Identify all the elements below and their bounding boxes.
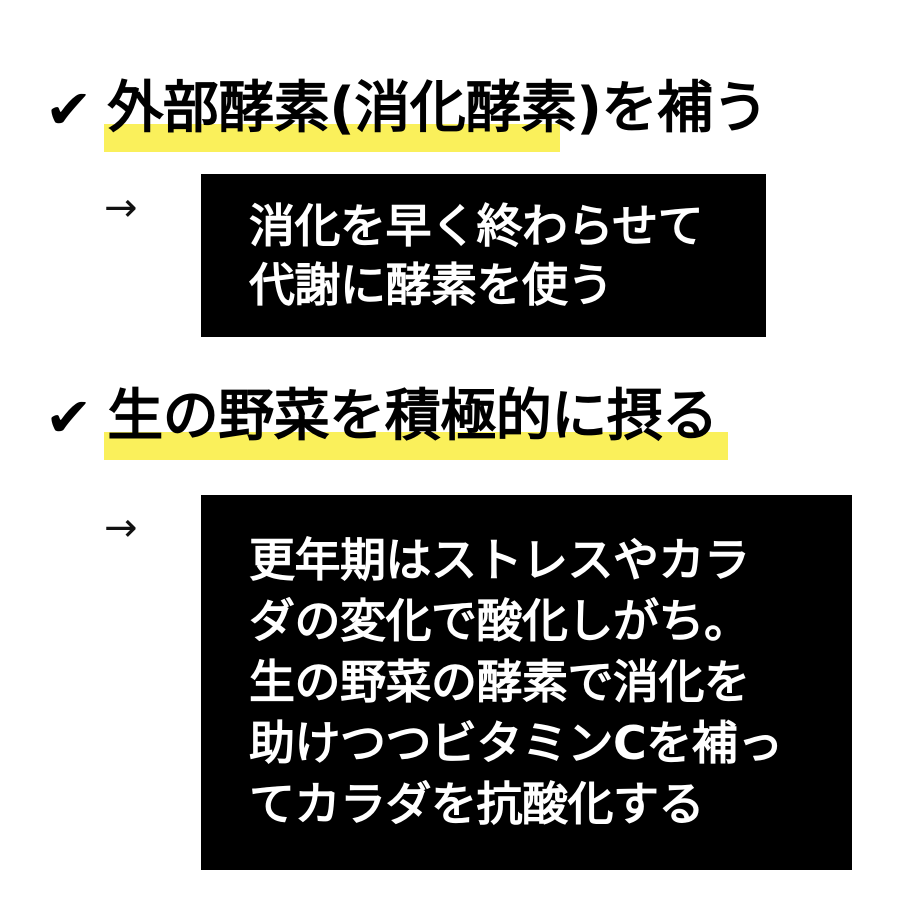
arrow-right-icon-2: →	[104, 505, 138, 551]
callout-line: てカラダを抗酸化する	[249, 777, 705, 832]
callout-box-1: 消化を早く終わらせて 代謝に酵素を使う	[201, 174, 766, 337]
callout-line: 消化を早く終わらせて	[249, 198, 704, 253]
heading-highlight-2	[104, 432, 728, 460]
callout-box-2: 更年期はストレスやカラ ダの変化で酸化しがち。 生の野菜の酵素で消化を 助けつつ…	[201, 495, 852, 870]
heading-title-2: 生の野菜を積極的に摂る	[107, 384, 718, 449]
heading-title-1: 外部酵素(消化酵素)を補う	[107, 76, 768, 141]
arrow-right-icon-1: →	[104, 185, 138, 231]
heading-row-2: ✔ 生の野菜を積極的に摂る	[44, 384, 720, 449]
callout-line: 代謝に酵素を使う	[249, 257, 614, 312]
heading-highlight-1	[104, 124, 560, 152]
callout-line: 助けつつビタミンCを補っ	[249, 716, 783, 771]
callout-line: ダの変化で酸化しがち。	[249, 593, 750, 648]
check-icon: ✔	[44, 385, 93, 449]
callout-line: 更年期はストレスやカラ	[249, 532, 750, 587]
callout-line: 生の野菜の酵素で消化を	[249, 654, 750, 709]
heading-row-1: ✔ 外部酵素(消化酵素)を補う	[44, 76, 770, 141]
check-icon: ✔	[44, 77, 93, 141]
